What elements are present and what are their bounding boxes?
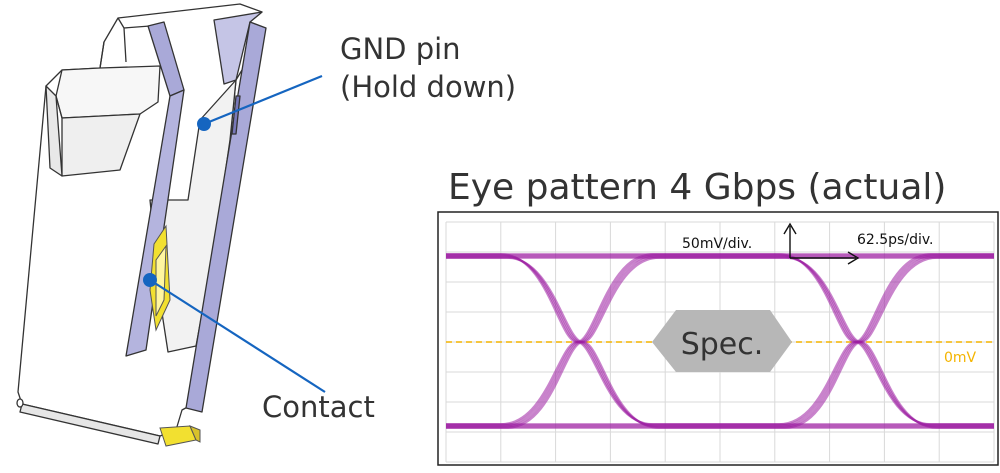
gnd-callout-line — [203, 74, 323, 126]
gnd-pin-back-strip — [185, 21, 267, 413]
gnd-pin-callout: GND pin (Hold down) — [340, 30, 516, 106]
gnd-pin-front-strip — [125, 89, 185, 357]
gnd-pin-slot — [231, 95, 241, 135]
connector-side-face — [45, 85, 63, 177]
horizontal-scale-label: 62.5ps/div. — [857, 232, 934, 248]
eye-pattern-title: Eye pattern 4 Gbps (actual) — [448, 167, 947, 208]
gnd-callout-dot — [197, 117, 211, 131]
gnd-pin — [125, 11, 267, 413]
connector-foot-mark — [16, 398, 24, 408]
vertical-scale-label: 50mV/div. — [682, 236, 752, 252]
connector-top-block-face — [55, 95, 141, 177]
horizontal-arrowhead — [847, 251, 860, 265]
eye-traces — [446, 253, 994, 429]
connector-rib — [123, 25, 151, 29]
connector-foot — [19, 403, 161, 445]
gnd-pin-back-top — [213, 11, 263, 85]
contact-callout-dot — [143, 273, 157, 287]
connector-top-block — [55, 65, 161, 119]
contact-spring-shade — [155, 244, 167, 317]
contact-part — [149, 224, 201, 447]
spec-mask — [652, 310, 792, 372]
contact-label: Contact — [262, 390, 375, 424]
callout-lines — [149, 74, 326, 393]
zero-mv-label: 0mV — [944, 350, 977, 366]
eye-diagram-panel: Spec. 50mV/div. 62.5ps/div. 0mV — [437, 211, 999, 466]
spec-label: Spec. — [681, 327, 764, 362]
connector-rib — [99, 41, 105, 69]
contact-tail-end — [189, 425, 201, 443]
contact-callout-line — [149, 279, 326, 393]
hold-down-label: (Hold down) — [340, 70, 517, 104]
contact-tail — [159, 425, 197, 447]
gnd-pin-label: GND pin — [340, 32, 461, 66]
vertical-arrowhead — [783, 222, 797, 235]
